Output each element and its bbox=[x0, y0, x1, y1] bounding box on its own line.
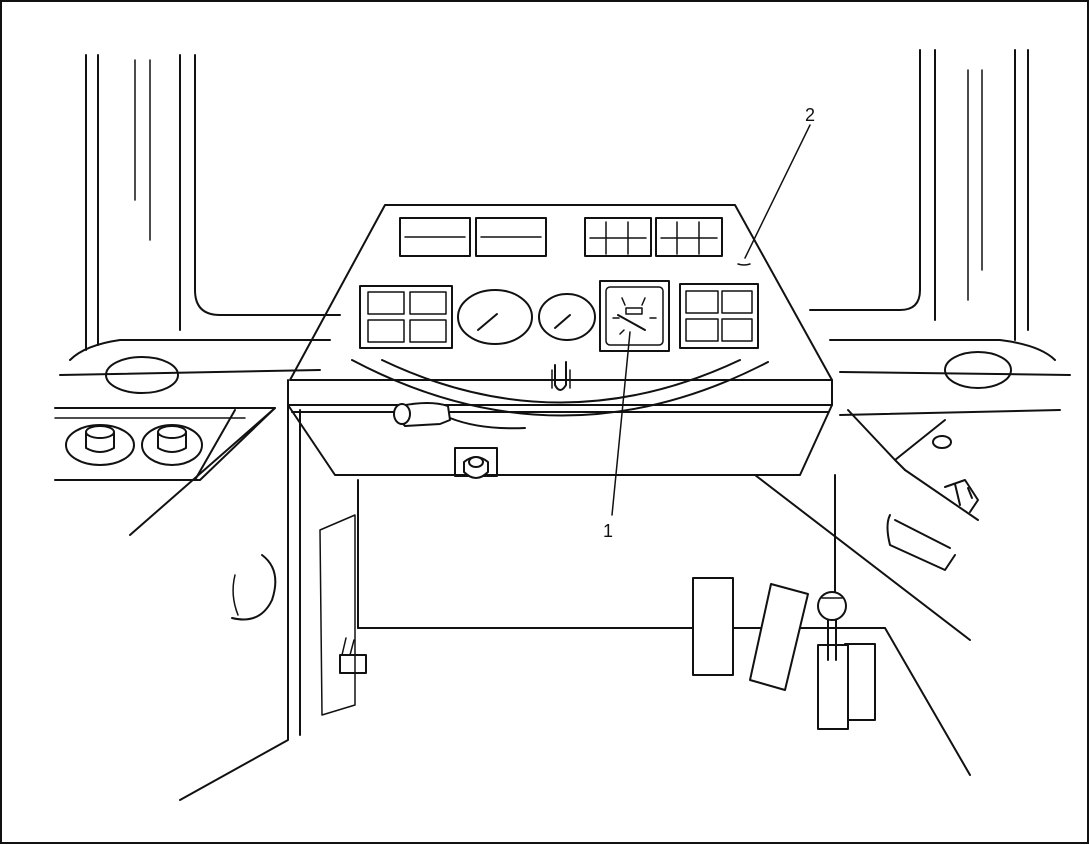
callout-label-2: 2 bbox=[805, 105, 815, 125]
left-pillar bbox=[59, 54, 341, 376]
callout-1: 1 bbox=[603, 331, 631, 541]
callout-2: 2 bbox=[737, 105, 815, 266]
brake-pedal bbox=[692, 577, 734, 676]
steering-wheel bbox=[351, 359, 769, 417]
pedals bbox=[692, 577, 809, 691]
accelerator-pedal bbox=[749, 583, 809, 691]
dashboard-panel bbox=[289, 204, 833, 381]
floor-structure bbox=[179, 404, 971, 801]
right-speaker bbox=[944, 351, 1012, 389]
left-side-console bbox=[54, 407, 276, 536]
service-meter-gauge bbox=[599, 280, 670, 352]
right-side-console bbox=[839, 409, 1061, 571]
steering-column-box bbox=[287, 379, 833, 479]
gear-lever bbox=[817, 591, 876, 730]
callout-label-1: 1 bbox=[603, 521, 613, 541]
right-pillar bbox=[809, 49, 1071, 376]
left-speaker bbox=[105, 356, 179, 394]
